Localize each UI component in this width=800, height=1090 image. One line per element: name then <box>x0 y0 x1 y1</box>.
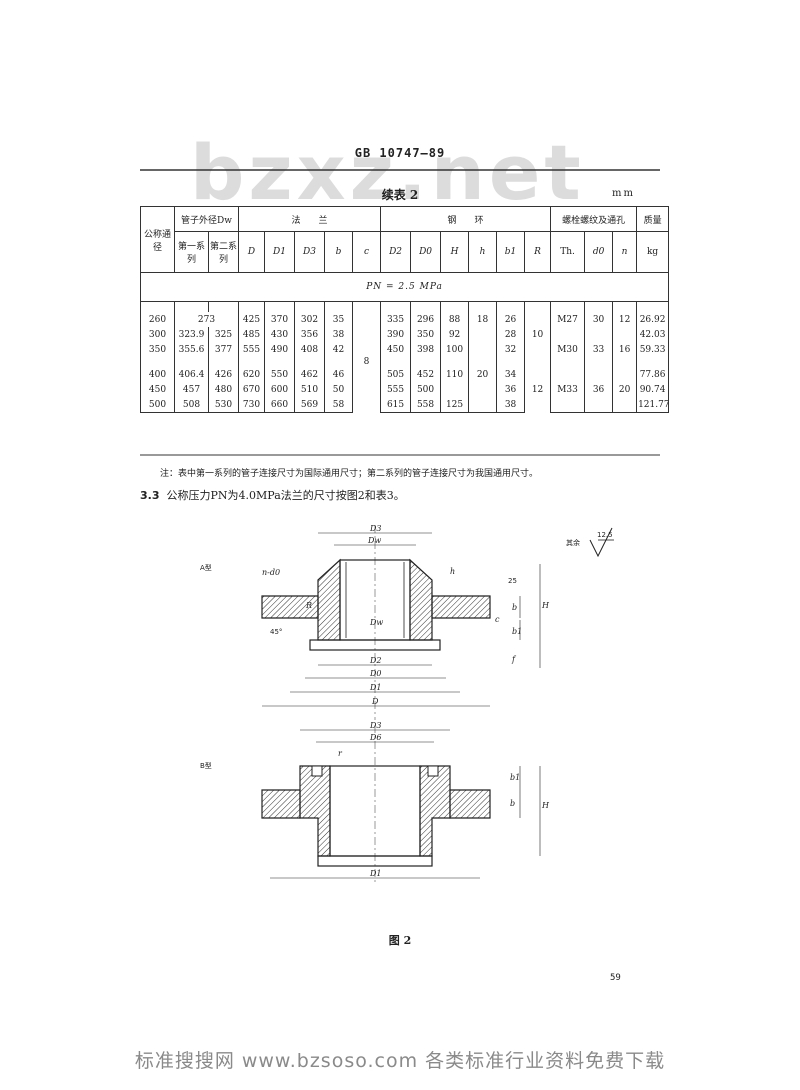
svg-text:D0: D0 <box>369 669 382 678</box>
header-nominal: 公称通径 <box>140 206 175 273</box>
subheader-kg: kg <box>636 231 670 273</box>
svg-text:其余: 其余 <box>566 538 580 547</box>
page-number: 59 <box>610 973 621 983</box>
subheader-c: c <box>352 231 382 273</box>
subheader-b: b <box>324 231 354 273</box>
svg-text:D6: D6 <box>369 733 382 742</box>
subheader-R: R <box>524 231 552 273</box>
header-pipe-od: 管子外径Dw <box>173 206 240 232</box>
svg-text:H: H <box>541 601 550 610</box>
subheader-b1: b1 <box>496 231 526 273</box>
svg-text:D: D <box>371 697 379 706</box>
table-caption: 续表 2 <box>381 188 419 202</box>
svg-text:R: R <box>305 601 312 610</box>
section-number: 3.3 <box>140 489 160 502</box>
svg-text:b: b <box>510 799 515 808</box>
type-a-section: A型 D3 Dw n-d0 R Dw D2 D0 D1 D 45° 25 <box>200 524 550 720</box>
header-bolt: 螺栓螺纹及通孔 <box>550 206 638 232</box>
svg-text:D2: D2 <box>369 656 382 665</box>
roughness-symbol: 其余 12.5 <box>566 527 614 558</box>
unit-label: mm <box>612 188 635 199</box>
type-b-section: B型 D3 D6 r b1 b H D1 <box>200 721 550 885</box>
header-flange: 法 兰 <box>238 206 382 232</box>
svg-text:Dw: Dw <box>367 536 381 545</box>
section-paragraph: 3.3 公称压力PN为4.0MPa法兰的尺寸按图2和表3。 <box>140 487 405 503</box>
subheader-D3: D3 <box>294 231 326 273</box>
svg-text:D1: D1 <box>369 683 382 692</box>
c-value-cell: 8 <box>352 312 382 413</box>
svg-text:25: 25 <box>508 577 517 585</box>
svg-text:r: r <box>338 749 343 758</box>
svg-text:12.5: 12.5 <box>597 531 613 539</box>
subheader-d0: d0 <box>584 231 614 273</box>
R-value-cell-1: 10 <box>524 312 552 357</box>
R-value-cell-2: 12 <box>524 367 552 413</box>
svg-text:D3: D3 <box>369 721 382 730</box>
svg-text:A型: A型 <box>200 563 212 572</box>
section-text: 公称压力PN为4.0MPa法兰的尺寸按图2和表3。 <box>166 489 405 502</box>
footer-banner: 标准搜搜网 www.bzsoso.com 各类标准行业资料免费下载 <box>134 1050 666 1072</box>
standard-number-header: GB 10747—89 <box>354 146 446 160</box>
svg-text:b1: b1 <box>512 627 522 636</box>
header-steel-ring: 钢 环 <box>380 206 552 232</box>
svg-text:c: c <box>495 615 500 624</box>
svg-text:Dw: Dw <box>369 618 383 627</box>
table-note: 注：表中第一系列的管子连接尺寸为国际通用尺寸；第二系列的管子连接尺寸为我国通用尺… <box>160 469 539 479</box>
svg-text:h: h <box>450 567 455 576</box>
svg-text:b1: b1 <box>510 773 520 782</box>
svg-text:H: H <box>541 801 550 810</box>
svg-text:b: b <box>512 603 517 612</box>
subheader-series-2: 第二系列 <box>207 231 240 273</box>
header-mass: 质量 <box>636 206 670 232</box>
figure-caption: 图 2 <box>388 934 412 947</box>
svg-text:D3: D3 <box>369 524 382 533</box>
svg-text:B型: B型 <box>200 761 212 770</box>
pressure-class-row: PN = 2.5 MPa <box>139 272 670 302</box>
svg-text:f: f <box>511 655 517 664</box>
subheader-H: H <box>440 231 470 273</box>
flange-dimension-table: 公称通径 管子外径Dw 法 兰 钢 环 螺栓螺纹及通孔 质量 第一系列 第二系列… <box>139 206 670 413</box>
subheader-D0: D0 <box>410 231 442 273</box>
svg-text:n-d0: n-d0 <box>262 568 280 577</box>
svg-text:45°: 45° <box>270 628 282 636</box>
watermark: bzxz.net <box>190 128 585 217</box>
svg-text:D1: D1 <box>369 869 382 878</box>
